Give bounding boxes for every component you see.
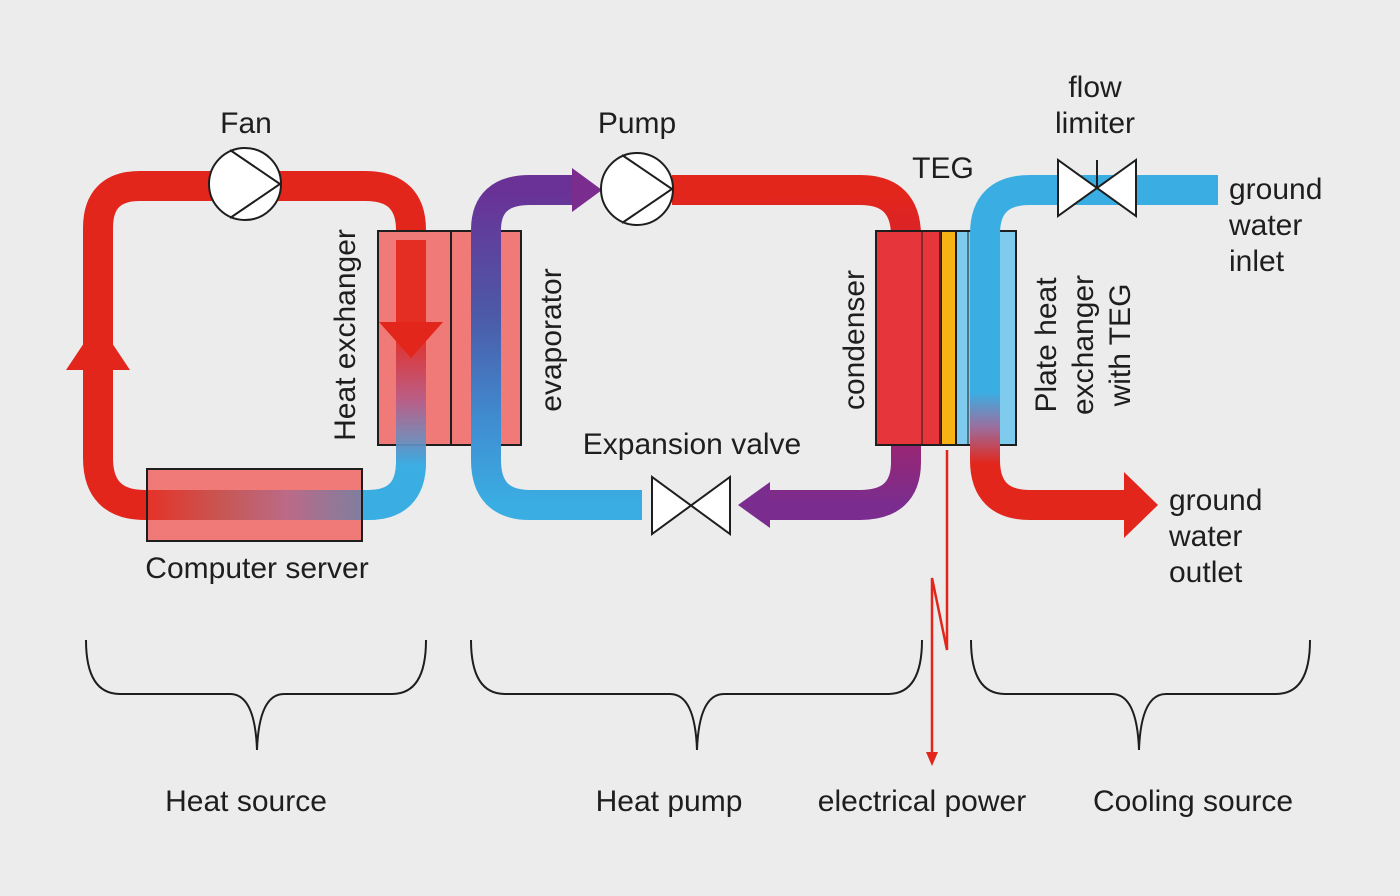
flow-arrow-down-icon: [379, 322, 443, 358]
outlet-arrow-icon: [1124, 472, 1158, 538]
brace-heat-source: [85, 639, 427, 751]
evaporator-label: evaporator: [535, 268, 568, 411]
power-arrow-icon: [926, 752, 938, 766]
computer-server-airflow: [147, 490, 362, 520]
ground-water-outlet-label-2: water: [1168, 520, 1242, 553]
ground-water-inlet-label-2: water: [1228, 209, 1302, 242]
ground-water-inlet-pipe: [970, 175, 1218, 300]
cooling-source-loop: [970, 175, 1218, 538]
expansion-valve-icon: [651, 475, 731, 536]
heat-source-label: Heat source: [165, 785, 327, 818]
fan-icon: [208, 147, 282, 221]
ground-water-inlet-label-1: ground: [1229, 173, 1322, 206]
teg-label: TEG: [912, 152, 974, 185]
hot-air-pipe-top: [245, 171, 426, 285]
brace-heat-pump: [470, 639, 923, 751]
electrical-power-line: [930, 450, 949, 760]
pump-icon: [600, 152, 674, 226]
ground-water-outlet-pipe: [970, 300, 1128, 520]
plate-heat-exchanger-label-1: Plate heat: [1030, 277, 1063, 413]
refrigerant-pipe-evaporator: [471, 175, 642, 520]
fan-label: Fan: [220, 107, 272, 140]
heat-pump-label: Heat pump: [596, 785, 743, 818]
ground-water-outlet-label-1: ground: [1169, 484, 1262, 517]
teg-element: [942, 231, 956, 445]
expansion-valve-label: Expansion valve: [583, 428, 801, 461]
ground-water-inlet-label-3: inlet: [1229, 245, 1285, 278]
brace-cooling-source: [970, 639, 1311, 751]
condenser-label: condenser: [838, 270, 871, 410]
ground-water-outlet-label-3: outlet: [1169, 556, 1243, 589]
computer-server: [146, 468, 363, 542]
flow-arrow-left-icon: [738, 482, 770, 528]
electrical-power-label: electrical power: [818, 785, 1026, 818]
flow-arrow-right-icon: [572, 168, 602, 212]
air-pipe-overlay: [340, 240, 426, 520]
flow-limiter-valve-icon: [1057, 158, 1137, 218]
cooling-source-label: Cooling source: [1093, 785, 1293, 818]
pump-label: Pump: [598, 107, 676, 140]
heat-exchanger-label: Heat exchanger: [329, 229, 362, 441]
flow-arrow-up-icon: [66, 322, 130, 370]
flow-limiter-label-2: limiter: [1055, 107, 1135, 140]
computer-server-label: Computer server: [145, 552, 368, 585]
plate-heat-exchanger-label-2: exchanger: [1067, 275, 1100, 415]
flow-limiter-label-1: flow: [1068, 71, 1122, 104]
hot-air-pipe-left: [83, 171, 245, 520]
plate-heat-exchanger-label-3: with TEG: [1104, 284, 1137, 408]
